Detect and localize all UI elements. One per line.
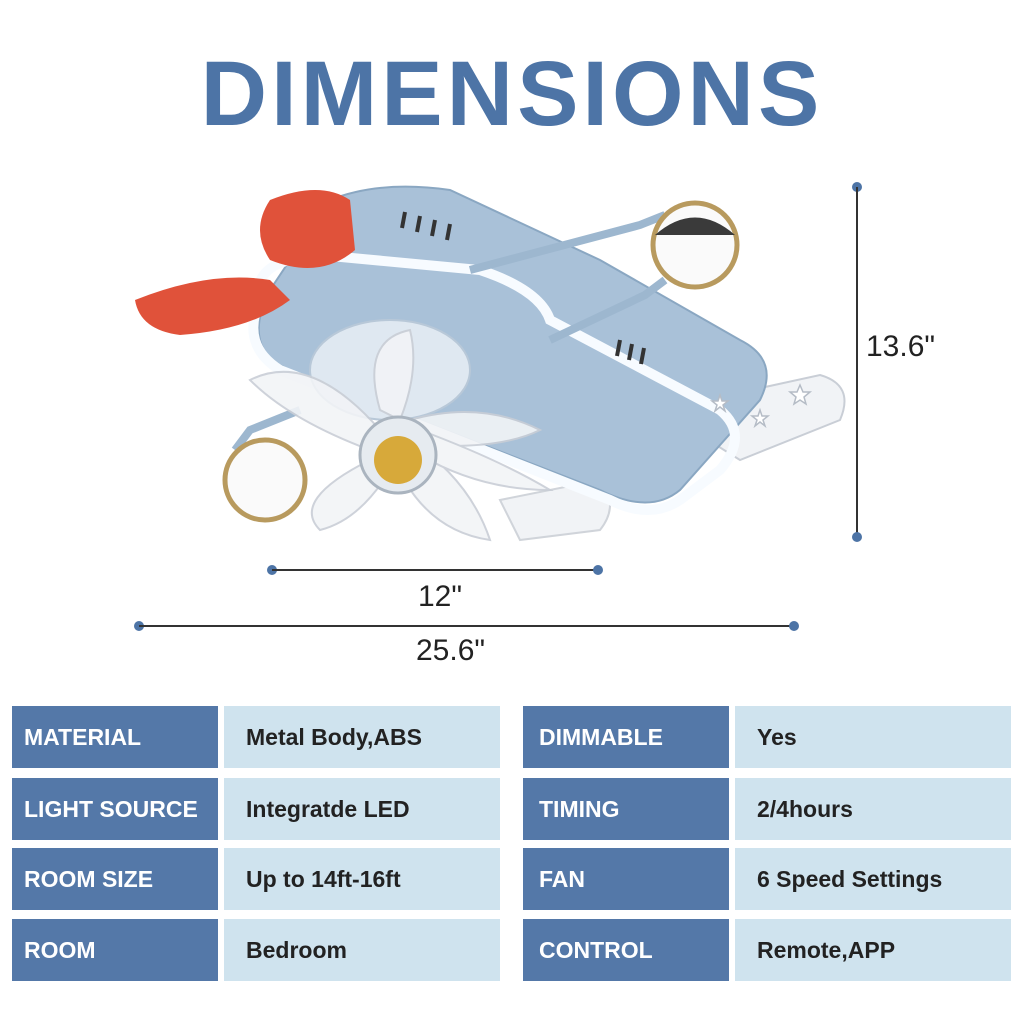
spec-key-material: MATERIAL (12, 706, 218, 768)
page-title: DIMENSIONS (200, 43, 824, 145)
spec-value-room-size: Up to 14ft-16ft (224, 848, 500, 910)
spec-value-dimmable: Yes (735, 706, 1011, 768)
outer-width-right-dot (789, 621, 799, 631)
height-dimension-bottom-dot (852, 532, 862, 542)
spec-value-control: Remote,APP (735, 919, 1011, 981)
spec-key-room-size: ROOM SIZE (12, 848, 218, 910)
airplane-ceiling-fan-image (135, 185, 846, 542)
spec-key-control: CONTROL (523, 919, 729, 981)
inner-width-line (272, 569, 598, 571)
height-dimension-line (856, 187, 858, 537)
outer-width-line (139, 625, 794, 627)
spec-key-timing: TIMING (523, 778, 729, 840)
height-dimension-label: 13.6" (866, 330, 936, 363)
spec-key-dimmable: DIMMABLE (523, 706, 729, 768)
outer-width-label: 25.6" (416, 634, 486, 667)
spec-value-room: Bedroom (224, 919, 500, 981)
spec-key-room: ROOM (12, 919, 218, 981)
spec-key-light-source: LIGHT SOURCE (12, 778, 218, 840)
inner-width-label: 12" (418, 580, 463, 613)
spec-value-timing: 2/4hours (735, 778, 1011, 840)
inner-width-right-dot (593, 565, 603, 575)
spec-key-fan: FAN (523, 848, 729, 910)
spec-value-light-source: Integratde LED (224, 778, 500, 840)
specifications-table: MATERIAL Metal Body,ABS LIGHT SOURCE Int… (12, 706, 1012, 982)
spec-value-fan: 6 Speed Settings (735, 848, 1011, 910)
spec-value-material: Metal Body,ABS (224, 706, 500, 768)
